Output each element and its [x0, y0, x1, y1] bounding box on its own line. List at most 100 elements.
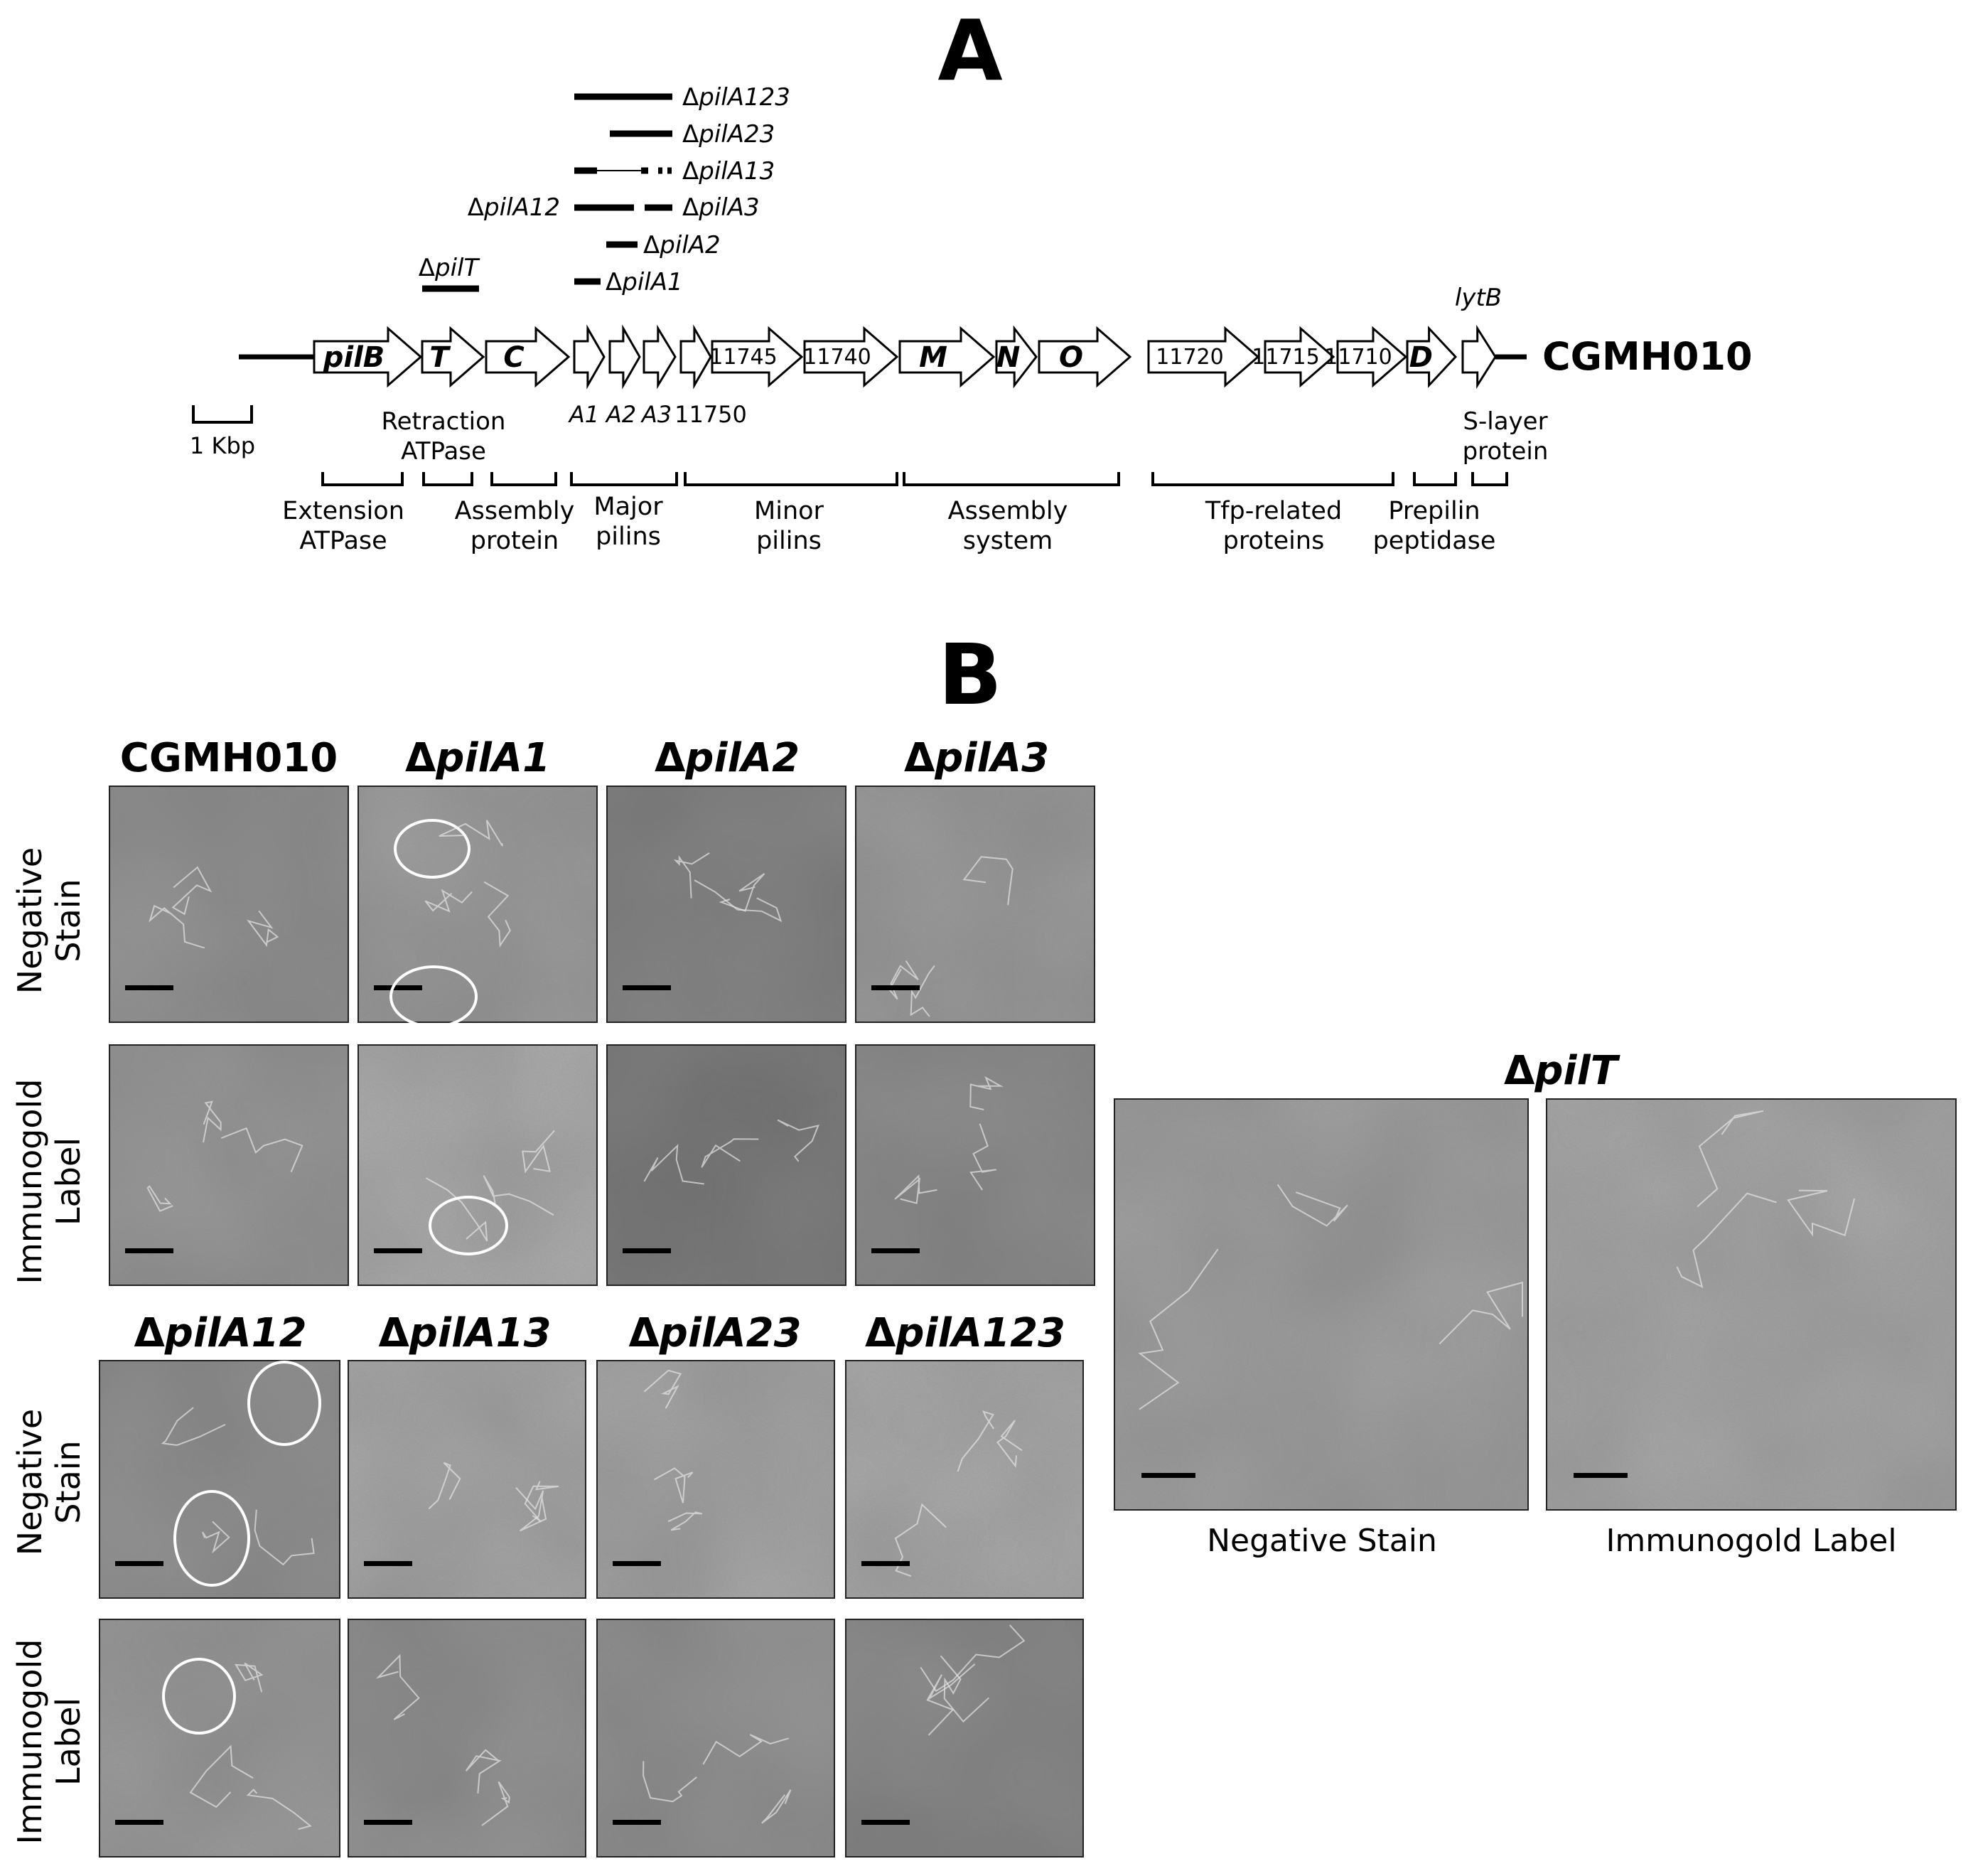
gene-sub-a3: A3 — [640, 401, 672, 428]
micrograph-scale-bar — [125, 985, 173, 990]
gene-label: C — [503, 341, 524, 374]
retraction-label-line1: Retraction — [382, 407, 506, 436]
gene-arrow-shape — [1336, 326, 1408, 388]
micrograph-frame — [606, 786, 846, 1023]
bracket-assembly-protein — [490, 472, 557, 486]
bracket-minor-pilins — [684, 472, 898, 486]
strain-label-cgmh010: CGMH010 — [1542, 334, 1753, 379]
micrograph-pilA2-negative — [606, 786, 846, 1023]
gene-arrow-shape — [608, 324, 641, 390]
gene-arrow-11: O — [1038, 326, 1132, 388]
micrograph-frame — [99, 1360, 340, 1599]
gene-label: 11710 — [1324, 345, 1392, 370]
row-label-negative-bottom-line1: Negative — [11, 1409, 49, 1555]
gene-arrow-16 — [1461, 324, 1497, 390]
gene-label: 11740 — [803, 345, 871, 370]
micrograph-frame — [357, 786, 598, 1023]
gene-label: 11715 — [1252, 345, 1319, 370]
micrograph-pilA123-negative — [845, 1360, 1084, 1599]
micrograph-frame — [357, 1044, 598, 1286]
title-cgmh010: CGMH010 — [120, 735, 338, 781]
gene-arrow-2: C — [485, 326, 571, 388]
title-pilA123: ΔpilA123 — [865, 1310, 1065, 1356]
micrograph-scale-bar — [364, 1820, 412, 1825]
micrograph-frame — [596, 1360, 835, 1599]
micrograph-pilA12-negative — [99, 1360, 340, 1599]
gene-label: N — [996, 341, 1020, 374]
gene-arrow-shape — [643, 324, 677, 390]
deletion-label-pilA12: ΔpilA12 — [468, 193, 560, 222]
micrograph-pilA13-negative — [348, 1360, 586, 1599]
gene-label: D — [1409, 341, 1433, 374]
bracket-extension-atpase — [321, 472, 404, 486]
gene-arrow-3 — [573, 324, 606, 390]
gene-arrow-14: 11710 — [1324, 326, 1408, 388]
category-assembly-protein-line2: protein — [471, 527, 559, 555]
gene-arrow-shape — [1406, 326, 1458, 388]
scale-bar-1kbp — [192, 405, 253, 424]
title-pilT: ΔpilT — [1504, 1048, 1620, 1094]
category-assembly-protein-line1: Assembly — [455, 497, 575, 525]
category-tfp-line2: proteins — [1223, 527, 1325, 555]
micrograph-scale-bar — [1141, 1473, 1195, 1478]
row-label-negative-bottom-line2: Stain — [49, 1440, 87, 1523]
micrograph-frame — [348, 1619, 586, 1858]
category-assembly-system-line2: system — [963, 527, 1053, 555]
micrograph-pilA23-immuno — [596, 1619, 835, 1858]
category-major-pilins-line1: Major — [593, 493, 663, 521]
category-major-pilins-line2: pilins — [596, 522, 661, 551]
micrograph-pilA13-immuno — [348, 1619, 586, 1858]
title-pilA23: ΔpilA23 — [628, 1310, 801, 1356]
micrograph-frame — [606, 1044, 846, 1286]
bracket-tfp-related — [1151, 472, 1394, 486]
deletion-label-pilT: ΔpilT — [419, 254, 480, 282]
gene-arrow-shape — [485, 326, 571, 388]
micrograph-frame — [855, 1044, 1095, 1286]
gene-arrow-shape — [898, 326, 996, 388]
micrograph-scale-bar — [623, 1248, 671, 1253]
micrograph-pilA2-immuno — [606, 1044, 846, 1286]
gene-arrow-6 — [679, 324, 712, 390]
highlight-circle — [173, 1490, 250, 1587]
scale-bar-label: 1 Kbp — [190, 432, 255, 459]
micrograph-pilA3-negative — [855, 786, 1095, 1023]
strain-titles: CGMH010 ΔpilA1 ΔpilA2 ΔpilA3 ΔpilA12 Δpi… — [120, 735, 1620, 1356]
micrograph-pilA3-immuno — [855, 1044, 1095, 1286]
micrograph-frame — [845, 1619, 1084, 1858]
deletion-label-pilA3: ΔpilA3 — [682, 193, 760, 222]
deletion-label-pilA1: ΔpilA1 — [606, 268, 683, 296]
micrograph-frame — [348, 1360, 586, 1599]
highlight-circle — [247, 1361, 321, 1446]
micrograph-grid — [99, 786, 1957, 1858]
title-pilA3: ΔpilA3 — [904, 735, 1049, 781]
gene-arrow-9: M — [898, 326, 996, 388]
highlight-circle — [394, 819, 471, 879]
gene-arrow-5 — [643, 324, 677, 390]
gene-arrow-shape — [573, 324, 606, 390]
micrograph-scale-bar — [374, 1248, 422, 1253]
micrograph-pilT-negative — [1114, 1098, 1529, 1511]
row-label-immuno-bottom-line1: Immunogold — [11, 1639, 49, 1845]
gene-arrow-shape — [995, 325, 1038, 389]
gene-label: T — [429, 341, 451, 374]
micrograph-scale-bar — [623, 985, 671, 990]
gene-arrow-4 — [608, 324, 641, 390]
micrograph-scale-bar — [613, 1561, 661, 1566]
category-assembly-system-line1: Assembly — [948, 497, 1068, 525]
deletion-label-pilA13: ΔpilA13 — [682, 157, 775, 186]
slayer-label-line1: S-layer — [1463, 407, 1547, 436]
micrograph-pilA123-immuno — [845, 1619, 1084, 1858]
deletion-label-pilA23: ΔpilA23 — [682, 120, 775, 149]
micrograph-cgmh010-negative — [109, 786, 349, 1023]
gene-arrow-shape — [421, 326, 485, 388]
gene-arrow-shape — [1147, 326, 1260, 388]
micrograph-scale-bar — [871, 1248, 920, 1253]
gene-arrow-shape — [1264, 326, 1335, 388]
highlight-circle — [429, 1196, 508, 1255]
bracket-major-pilins — [570, 472, 678, 486]
micrograph-frame — [99, 1619, 340, 1858]
row-label-immuno-top-line2: Label — [49, 1137, 87, 1226]
category-extension-line1: Extension — [282, 497, 404, 525]
